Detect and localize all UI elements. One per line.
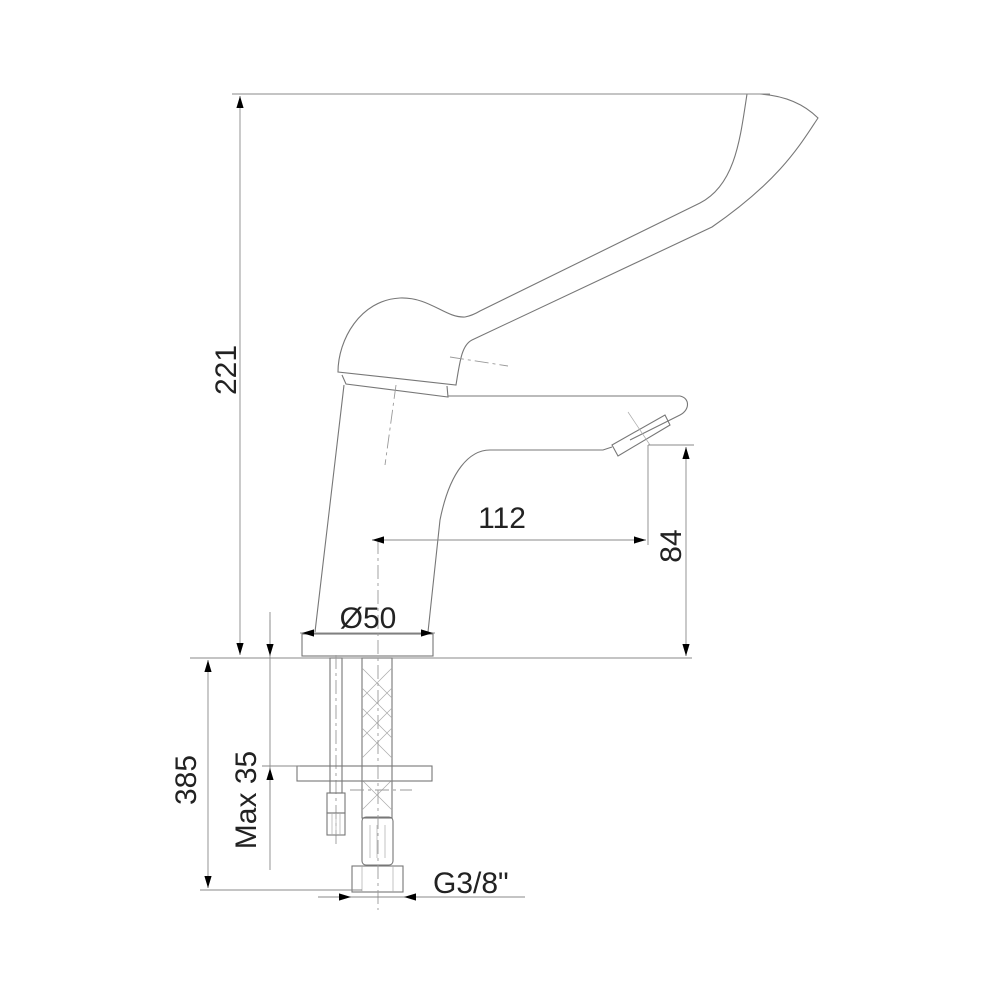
braided-hose <box>361 657 393 819</box>
dim-diameter-label: Ø50 <box>340 602 397 635</box>
base-flange <box>301 633 434 657</box>
cartridge-ring <box>341 374 449 398</box>
faucet-body <box>314 384 689 633</box>
hose-connector-nut <box>351 865 404 893</box>
body-axis <box>384 384 397 466</box>
dim-385-label: 385 <box>170 755 203 805</box>
mounting-plate <box>296 765 433 782</box>
dim-max35-label: Max 35 <box>230 751 263 849</box>
dim-112-label: 112 <box>478 502 526 535</box>
hose-braid <box>361 667 393 811</box>
hose-fitting <box>361 816 394 866</box>
lever-handle <box>337 93 819 386</box>
dim-thread-label: G3/8" <box>433 867 509 900</box>
handle-axis <box>449 356 509 367</box>
dim-221-label: 221 <box>210 345 243 395</box>
aerator <box>611 414 671 457</box>
dim-84-label: 84 <box>655 529 688 562</box>
